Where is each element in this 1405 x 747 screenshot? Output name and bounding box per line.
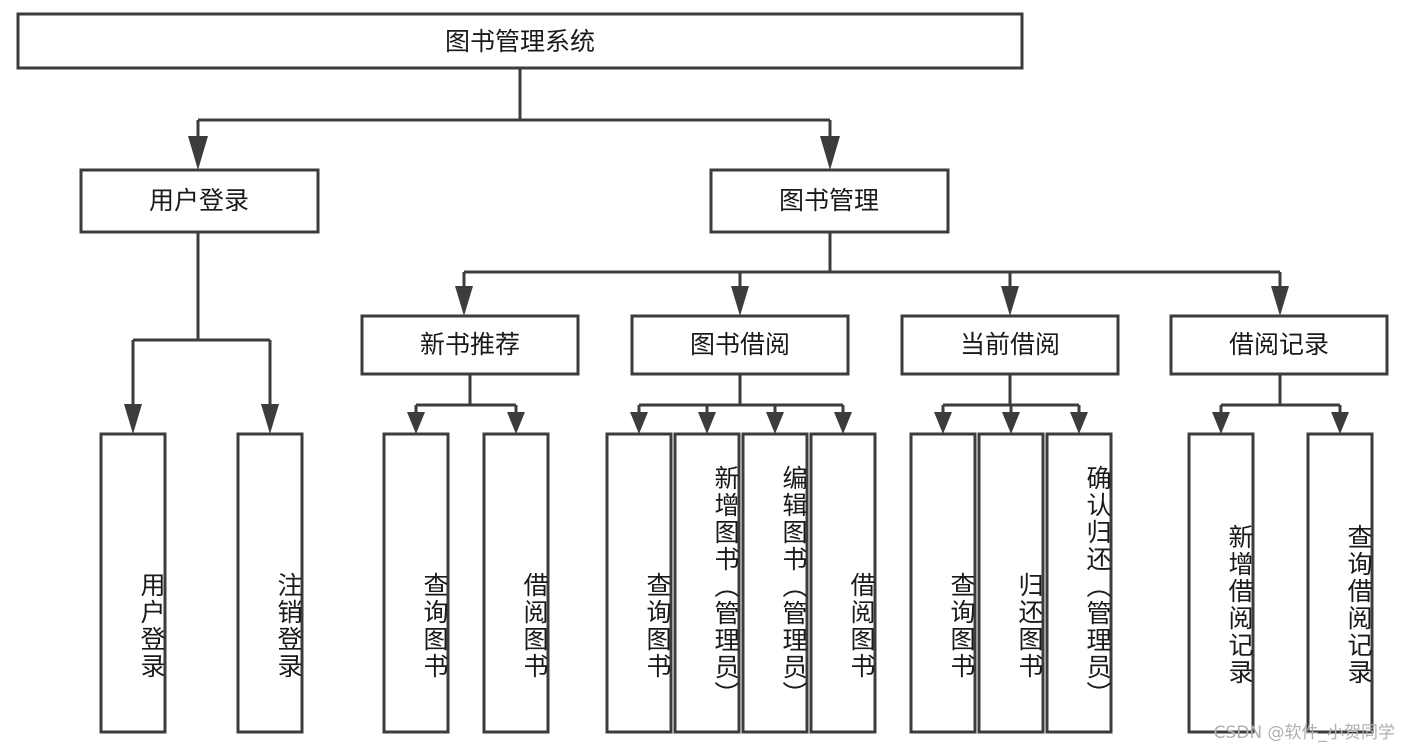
- arrow-head-icon: [766, 412, 784, 434]
- arrow-head-icon: [1331, 412, 1349, 434]
- node-book-management-box[interactable]: [709, 168, 950, 234]
- leaf-box-confirm-return[interactable]: [1045, 432, 1113, 734]
- node-new-book-recommend-box[interactable]: [360, 314, 580, 376]
- node-book-borrow-label: 图书借阅: [690, 330, 790, 359]
- node-new-book-recommend-label: 新书推荐: [420, 330, 520, 359]
- leaf-box-edit-book[interactable]: [741, 432, 809, 734]
- leaf-box-query-book-3[interactable]: [909, 432, 977, 734]
- node-book-borrow-box[interactable]: [630, 314, 850, 376]
- leaf-box-logout[interactable]: [236, 432, 304, 734]
- leaf-box-user-login[interactable]: [99, 432, 167, 734]
- arrow-head-icon: [834, 412, 852, 434]
- leaf-box-return-book[interactable]: [977, 432, 1045, 734]
- connector-currentborrow-to-leaves: [934, 374, 1088, 434]
- arrow-head-icon: [261, 404, 279, 434]
- node-borrow-record-label: 借阅记录: [1229, 330, 1329, 359]
- node-borrow-record-box[interactable]: [1169, 314, 1389, 376]
- arrow-head-icon: [1271, 286, 1289, 316]
- leaf-box-query-borrow-record[interactable]: [1306, 432, 1374, 734]
- node-user-login-box[interactable]: [79, 168, 320, 234]
- leaf-box-borrow-book-1[interactable]: [482, 432, 550, 734]
- node-current-borrow-label: 当前借阅: [960, 330, 1060, 359]
- arrow-head-icon: [188, 136, 208, 170]
- node-user-login-label: 用户登录: [149, 186, 249, 215]
- arrow-head-icon: [455, 286, 473, 316]
- leaf-box-query-book-1[interactable]: [382, 432, 450, 734]
- connector-userlogin-to-leaves: [124, 232, 279, 434]
- arrow-head-icon: [1002, 412, 1020, 434]
- node-book-management-label: 图书管理: [779, 186, 879, 215]
- arrow-head-icon: [630, 412, 648, 434]
- arrow-head-icon: [407, 412, 425, 434]
- watermark-text: CSDN @软件_小贺同学: [1213, 723, 1395, 743]
- leaf-box-add-borrow-record[interactable]: [1187, 432, 1255, 734]
- arrow-head-icon: [820, 136, 840, 170]
- arrow-head-icon: [1001, 286, 1019, 316]
- connector-bookborrow-to-leaves: [630, 374, 852, 434]
- arrow-head-icon: [124, 404, 142, 434]
- arrow-head-icon: [934, 412, 952, 434]
- node-current-borrow-box[interactable]: [900, 314, 1120, 376]
- connector-root-to-level2: [188, 68, 840, 170]
- arrow-head-icon: [507, 412, 525, 434]
- arrow-head-icon: [1070, 412, 1088, 434]
- connector-bookmgmt-to-level3: [455, 232, 1289, 316]
- arrow-head-icon: [731, 286, 749, 316]
- leaf-box-add-book[interactable]: [673, 432, 741, 734]
- node-root-box[interactable]: [16, 12, 1024, 70]
- arrow-head-icon: [1212, 412, 1230, 434]
- node-root-label: 图书管理系统: [445, 27, 595, 56]
- connector-newbook-to-leaves: [407, 374, 525, 434]
- leaf-box-borrow-book-2[interactable]: [809, 432, 877, 734]
- arrow-head-icon: [698, 412, 716, 434]
- leaf-box-query-book-2[interactable]: [605, 432, 673, 734]
- connector-borrowrecord-to-leaves: [1212, 374, 1349, 434]
